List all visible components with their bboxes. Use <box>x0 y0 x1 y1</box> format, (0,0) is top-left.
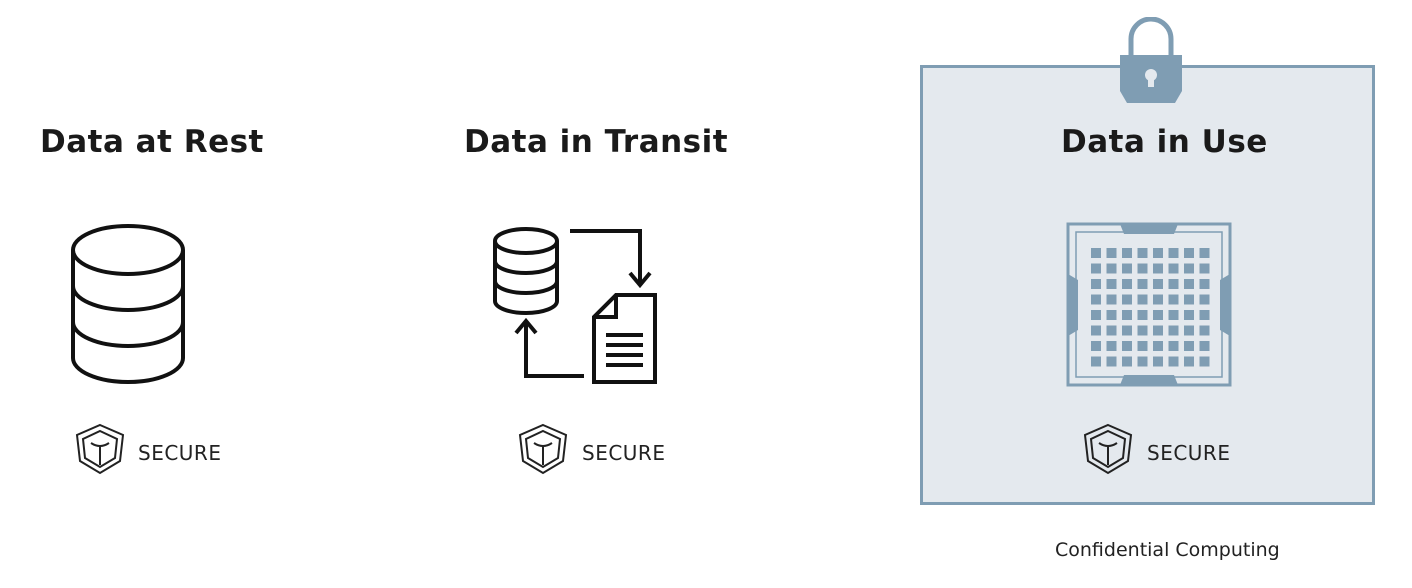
chip-pad <box>1137 341 1148 351</box>
chip-pad <box>1153 263 1163 274</box>
chip-pad <box>1199 325 1210 336</box>
chip-pad <box>1184 356 1194 367</box>
chip-pad <box>1199 356 1210 367</box>
chip-pad <box>1106 279 1117 289</box>
data-transfer-icon <box>493 227 657 384</box>
chip-pad <box>1199 279 1210 289</box>
chip-pad <box>1153 294 1163 305</box>
chip-pad <box>1153 341 1163 351</box>
chip-pad <box>1106 294 1117 305</box>
data-at-rest-title: Data at Rest <box>40 124 264 160</box>
chip-pad <box>1168 341 1179 351</box>
chip-pad <box>1153 310 1163 320</box>
chip-pad <box>1106 356 1117 367</box>
chip-pad <box>1137 294 1148 305</box>
chip-pad <box>1168 310 1179 320</box>
chip-pad <box>1091 356 1101 367</box>
confidential-computing-caption: Confidential Computing <box>1055 539 1280 561</box>
chip-pad <box>1106 341 1117 351</box>
chip-pad <box>1168 263 1179 274</box>
chip-pad <box>1199 248 1210 258</box>
chip-pad <box>1122 263 1132 274</box>
chip-pad <box>1091 263 1101 274</box>
chip-pad <box>1091 310 1101 320</box>
chip-pad <box>1184 294 1194 305</box>
chip-pad <box>1184 341 1194 351</box>
chip-pad <box>1168 279 1179 289</box>
database-icon <box>71 224 185 384</box>
chip-pad <box>1184 325 1194 336</box>
chip-pad <box>1199 310 1210 320</box>
chip-pad <box>1122 356 1132 367</box>
chip-pad <box>1153 356 1163 367</box>
chip-pad <box>1091 341 1101 351</box>
chip-pad <box>1122 310 1132 320</box>
shield-icon <box>75 423 125 475</box>
chip-pad <box>1106 263 1117 274</box>
chip-pad <box>1091 325 1101 336</box>
chip-pad <box>1184 248 1194 258</box>
shield-icon <box>1083 423 1133 475</box>
data-in-use-title: Data in Use <box>1061 124 1268 160</box>
chip-pad <box>1184 279 1194 289</box>
chip-pad <box>1122 279 1132 289</box>
chip-pad <box>1168 294 1179 305</box>
padlock-icon <box>1120 17 1182 103</box>
chip-pad <box>1137 279 1148 289</box>
chip-pad <box>1153 248 1163 258</box>
secure-label-use: SECURE <box>1147 441 1231 465</box>
chip-pad <box>1106 310 1117 320</box>
chip-pad <box>1091 279 1101 289</box>
chip-pad <box>1137 325 1148 336</box>
secure-label-transit: SECURE <box>582 441 666 465</box>
chip-pad <box>1168 325 1179 336</box>
chip-pad <box>1091 248 1101 258</box>
chip-pad <box>1091 294 1101 305</box>
chip-pad <box>1137 263 1148 274</box>
chip-pad <box>1137 248 1148 258</box>
chip-pad <box>1153 279 1163 289</box>
cpu-chip-icon <box>1066 222 1232 387</box>
chip-pad <box>1122 325 1132 336</box>
shield-icon <box>518 423 568 475</box>
chip-pad <box>1122 294 1132 305</box>
chip-pad <box>1153 325 1163 336</box>
chip-pad <box>1184 310 1194 320</box>
chip-pad <box>1199 294 1210 305</box>
chip-pad <box>1168 248 1179 258</box>
chip-pad <box>1199 263 1210 274</box>
secure-label-rest: SECURE <box>138 441 222 465</box>
chip-pad <box>1137 310 1148 320</box>
chip-pad <box>1106 248 1117 258</box>
chip-pad <box>1122 341 1132 351</box>
chip-pad <box>1168 356 1179 367</box>
chip-pad <box>1122 248 1132 258</box>
data-in-transit-title: Data in Transit <box>464 124 729 160</box>
chip-pad <box>1106 325 1117 336</box>
chip-pad <box>1199 341 1210 351</box>
chip-pad <box>1137 356 1148 367</box>
chip-pad <box>1184 263 1194 274</box>
